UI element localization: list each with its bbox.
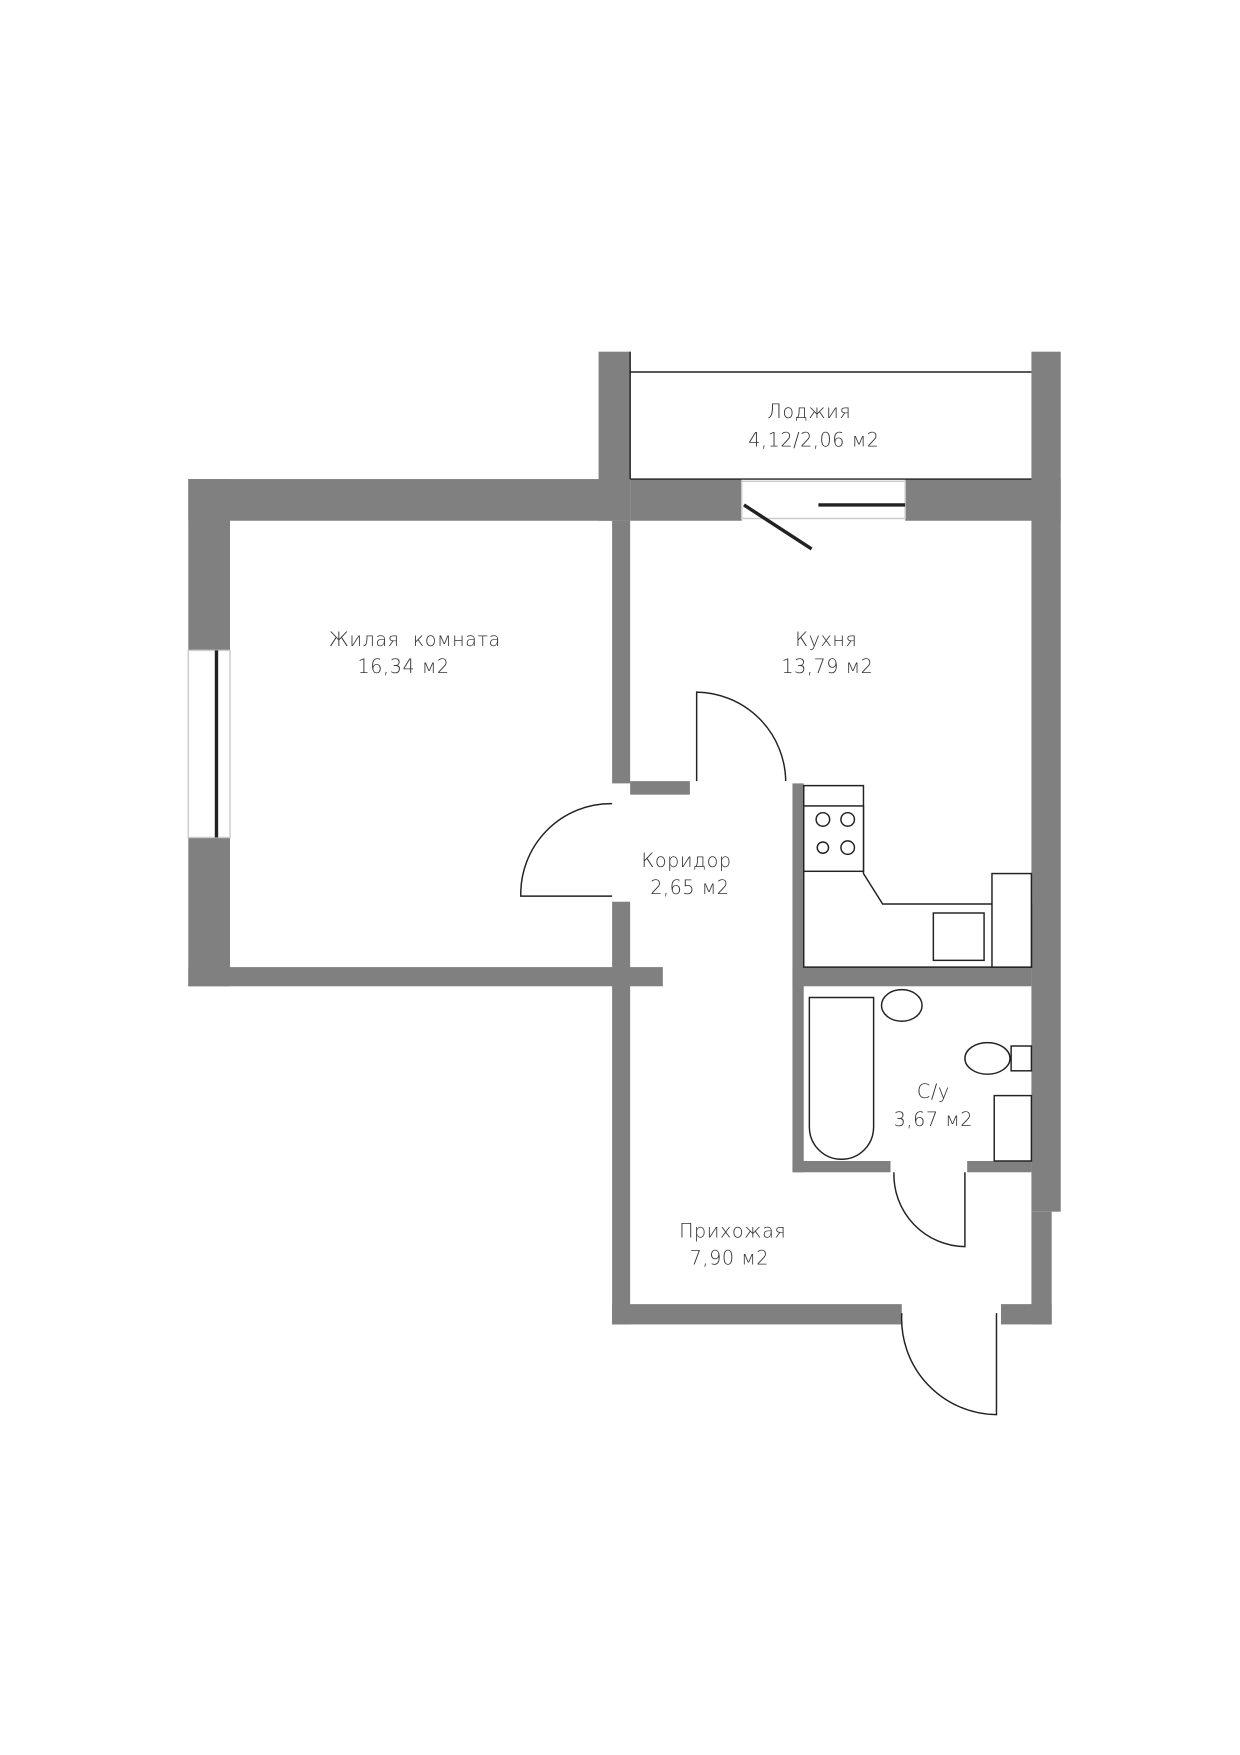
kitchen-name: Кухня bbox=[795, 628, 857, 651]
walls bbox=[188, 351, 1061, 1325]
bathtub bbox=[808, 996, 875, 1161]
balcony-door bbox=[741, 480, 906, 551]
hallway-area: 7,90 м2 bbox=[690, 1247, 769, 1270]
kitchen-furniture bbox=[802, 784, 1033, 968]
living-window bbox=[187, 649, 231, 839]
toilet bbox=[964, 1041, 1011, 1075]
loggia-glazing bbox=[629, 351, 1032, 480]
stove-burner bbox=[815, 811, 831, 827]
living-name: Жилая комната bbox=[329, 628, 501, 651]
kitchen-area: 13,79 м2 bbox=[781, 655, 873, 678]
corridor-name: Коридор bbox=[641, 849, 731, 872]
bathroom-fixtures bbox=[808, 988, 1033, 1162]
washbasin bbox=[880, 988, 923, 1022]
sink bbox=[932, 912, 985, 962]
fridge bbox=[991, 872, 1033, 968]
living-area: 16,34 м2 bbox=[358, 655, 450, 678]
bathroom-area: 3,67 м2 bbox=[894, 1108, 973, 1131]
hallway-name: Прихожая bbox=[679, 1220, 786, 1243]
bathroom-name: С/у bbox=[917, 1080, 950, 1103]
washing-machine bbox=[993, 1094, 1033, 1162]
doors bbox=[520, 691, 998, 1416]
loggia-name: Лоджия bbox=[767, 400, 851, 423]
room-labels: Лоджия 4,12/2,06 м2 Жилая комната 16,34 … bbox=[329, 400, 973, 1270]
loggia-area: 4,12/2,06 м2 bbox=[748, 428, 879, 451]
corridor-area: 2,65 м2 bbox=[650, 876, 729, 899]
